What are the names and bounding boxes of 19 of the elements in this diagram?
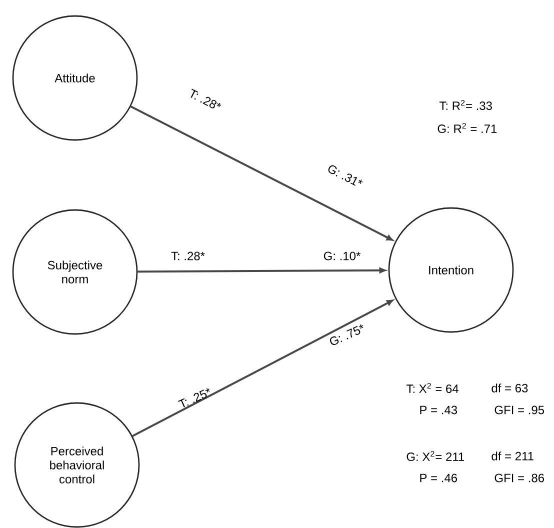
- edge-label: T: .28*: [190, 88, 222, 108]
- fit-statistic: G: X$^{2}$= 211: [406, 450, 464, 462]
- path-coefficient: G: .75*: [330, 324, 364, 345]
- fit-statistic: P = .46: [420, 474, 458, 482]
- path-coefficient: G: .31*: [328, 165, 363, 186]
- edge-label: T: .28*: [171, 252, 205, 260]
- arrow: [130, 106, 393, 241]
- r-squared-value: G: R$^{2}$ = .71: [438, 122, 497, 134]
- fit-statistic: df = 63: [492, 384, 528, 392]
- fit-statistic: GFI = .95: [494, 406, 544, 414]
- fit-statistic: GFI = .86: [494, 474, 544, 482]
- r-squared-value: T: R$^{2}$= .33: [439, 100, 492, 110]
- fit-statistic: T: X$^{2}$ = 64: [406, 382, 458, 394]
- fit-statistic: df = 211: [492, 452, 534, 460]
- fit-statistic: P = .43: [420, 406, 458, 414]
- arrow: [132, 300, 394, 437]
- arrow: [138, 268, 386, 274]
- path-coefficient: G: .10*: [324, 252, 360, 260]
- edge-label: T: .25*: [178, 388, 210, 408]
